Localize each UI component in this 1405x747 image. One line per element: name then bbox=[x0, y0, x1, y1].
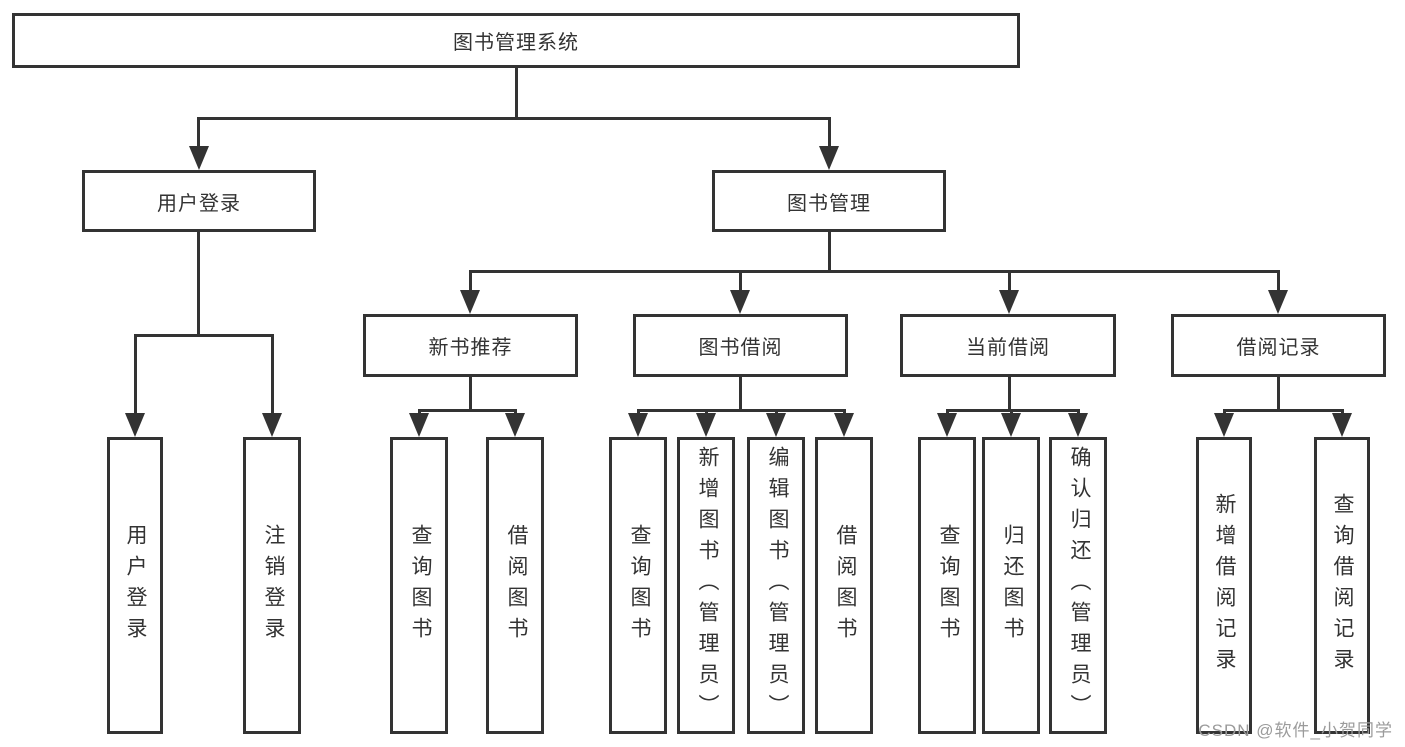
connector-to-book-borrow-shaft bbox=[739, 270, 742, 293]
arrow-to-cb-confirm-return bbox=[1068, 413, 1088, 437]
connector-nbr-bar bbox=[418, 409, 517, 412]
leaf-nbr-borrow-books: 借阅图书 bbox=[486, 437, 544, 734]
connector-to-bb-add-shaft bbox=[705, 409, 708, 416]
node-borrow-records: 借阅记录 bbox=[1171, 314, 1386, 377]
arrow-to-br-add-record bbox=[1214, 413, 1234, 437]
leaf-bb-borrow-books-label: 借阅图书 bbox=[834, 523, 857, 648]
connector-root-to-user-login-shaft bbox=[197, 117, 200, 149]
leaf-cb-confirm-return-admin: 确认归还（管理员） bbox=[1049, 437, 1107, 734]
node-user-login-label: 用户登录 bbox=[157, 192, 241, 215]
arrow-to-borrow-records bbox=[1268, 290, 1288, 314]
connector-root-bar bbox=[197, 117, 831, 120]
leaf-cb-return-books: 归还图书 bbox=[982, 437, 1040, 734]
connector-to-leaf-logout-shaft bbox=[271, 334, 274, 416]
arrow-to-leaf-user-login bbox=[125, 413, 145, 437]
connector-to-cb-confirm-shaft bbox=[1077, 409, 1080, 416]
leaf-bb-add-books-admin-label: 新增图书（管理员） bbox=[696, 446, 719, 725]
arrow-to-nbr-borrow-books bbox=[505, 413, 525, 437]
connector-to-bb-query-shaft bbox=[637, 409, 640, 416]
connector-root-stem bbox=[515, 68, 518, 119]
leaf-bb-borrow-books: 借阅图书 bbox=[815, 437, 873, 734]
arrow-to-leaf-logout bbox=[262, 413, 282, 437]
connector-book-mgmt-stem bbox=[828, 232, 831, 272]
connector-bb-bar bbox=[637, 409, 846, 412]
connector-to-new-book-recommend-shaft bbox=[469, 270, 472, 293]
leaf-br-query-record-label: 查询借阅记录 bbox=[1331, 492, 1354, 679]
leaf-bb-edit-books-admin: 编辑图书（管理员） bbox=[747, 437, 805, 734]
leaf-nbr-borrow-books-label: 借阅图书 bbox=[505, 523, 528, 648]
leaf-user-login: 用户登录 bbox=[107, 437, 163, 734]
node-book-borrow: 图书借阅 bbox=[633, 314, 848, 377]
node-current-borrow: 当前借阅 bbox=[900, 314, 1116, 377]
connector-cb-stem bbox=[1008, 377, 1011, 411]
connector-br-stem bbox=[1277, 377, 1280, 411]
node-book-management-label: 图书管理 bbox=[787, 192, 871, 215]
arrow-to-bb-edit-books bbox=[766, 413, 786, 437]
connector-to-br-query-shaft bbox=[1341, 409, 1344, 416]
connector-to-cb-query-shaft bbox=[946, 409, 949, 416]
leaf-user-login-label: 用户登录 bbox=[124, 523, 147, 648]
leaf-cb-confirm-return-admin-label: 确认归还（管理员） bbox=[1068, 446, 1091, 725]
leaf-cb-query-books: 查询图书 bbox=[918, 437, 976, 734]
leaf-br-query-record: 查询借阅记录 bbox=[1314, 437, 1370, 734]
arrow-to-current-borrow bbox=[999, 290, 1019, 314]
arrow-to-bb-borrow-books bbox=[834, 413, 854, 437]
connector-to-bb-edit-shaft bbox=[775, 409, 778, 416]
connector-to-bb-borrow-shaft bbox=[843, 409, 846, 416]
arrow-to-user-login bbox=[189, 146, 209, 170]
leaf-nbr-query-books-label: 查询图书 bbox=[409, 523, 432, 648]
arrow-to-book-management bbox=[819, 146, 839, 170]
leaf-bb-query-books: 查询图书 bbox=[609, 437, 667, 734]
node-new-book-recommend-label: 新书推荐 bbox=[428, 337, 513, 359]
node-current-borrow-label: 当前借阅 bbox=[966, 337, 1050, 359]
connector-to-borrow-records-shaft bbox=[1277, 270, 1280, 293]
connector-user-login-stem bbox=[197, 232, 200, 336]
leaf-br-add-record-label: 新增借阅记录 bbox=[1213, 492, 1236, 679]
connector-nbr-stem bbox=[469, 377, 472, 411]
leaf-bb-query-books-label: 查询图书 bbox=[628, 523, 651, 648]
connector-br-bar bbox=[1223, 409, 1344, 412]
connector-to-current-borrow-shaft bbox=[1008, 270, 1011, 293]
leaf-logout: 注销登录 bbox=[243, 437, 301, 734]
csdn-watermark: CSDN @软件_小贺同学 bbox=[1198, 721, 1393, 740]
arrow-to-new-book-recommend bbox=[460, 290, 480, 314]
node-user-login: 用户登录 bbox=[82, 170, 316, 232]
connector-book-mgmt-bar bbox=[469, 270, 1280, 273]
leaf-bb-add-books-admin: 新增图书（管理员） bbox=[677, 437, 735, 734]
connector-to-nbr-borrow-shaft bbox=[514, 409, 517, 416]
connector-user-login-bar bbox=[134, 334, 274, 337]
connector-to-nbr-query-shaft bbox=[418, 409, 421, 416]
connector-to-leaf-user-login-shaft bbox=[134, 334, 137, 416]
leaf-logout-label: 注销登录 bbox=[262, 523, 285, 648]
leaf-cb-query-books-label: 查询图书 bbox=[937, 523, 960, 648]
leaf-nbr-query-books: 查询图书 bbox=[390, 437, 448, 734]
node-root: 图书管理系统 bbox=[12, 13, 1020, 68]
leaf-br-add-record: 新增借阅记录 bbox=[1196, 437, 1252, 734]
arrow-to-book-borrow bbox=[730, 290, 750, 314]
node-new-book-recommend: 新书推荐 bbox=[363, 314, 578, 377]
connector-to-cb-return-shaft bbox=[1010, 409, 1013, 416]
connector-bb-stem bbox=[739, 377, 742, 411]
leaf-bb-edit-books-admin-label: 编辑图书（管理员） bbox=[766, 446, 789, 725]
connector-to-br-add-shaft bbox=[1223, 409, 1226, 416]
connector-root-to-book-mgmt-shaft bbox=[828, 117, 831, 149]
arrow-to-bb-add-books bbox=[696, 413, 716, 437]
arrow-to-bb-query-books bbox=[628, 413, 648, 437]
node-book-management: 图书管理 bbox=[712, 170, 946, 232]
arrow-to-br-query-record bbox=[1332, 413, 1352, 437]
connector-cb-bar bbox=[946, 409, 1080, 412]
node-root-label: 图书管理系统 bbox=[453, 32, 579, 54]
node-borrow-records-label: 借阅记录 bbox=[1236, 337, 1321, 359]
node-book-borrow-label: 图书借阅 bbox=[698, 337, 783, 359]
arrow-to-cb-query-books bbox=[937, 413, 957, 437]
arrow-to-cb-return-books bbox=[1001, 413, 1021, 437]
arrow-to-nbr-query-books bbox=[409, 413, 429, 437]
leaf-cb-return-books-label: 归还图书 bbox=[1001, 523, 1024, 648]
